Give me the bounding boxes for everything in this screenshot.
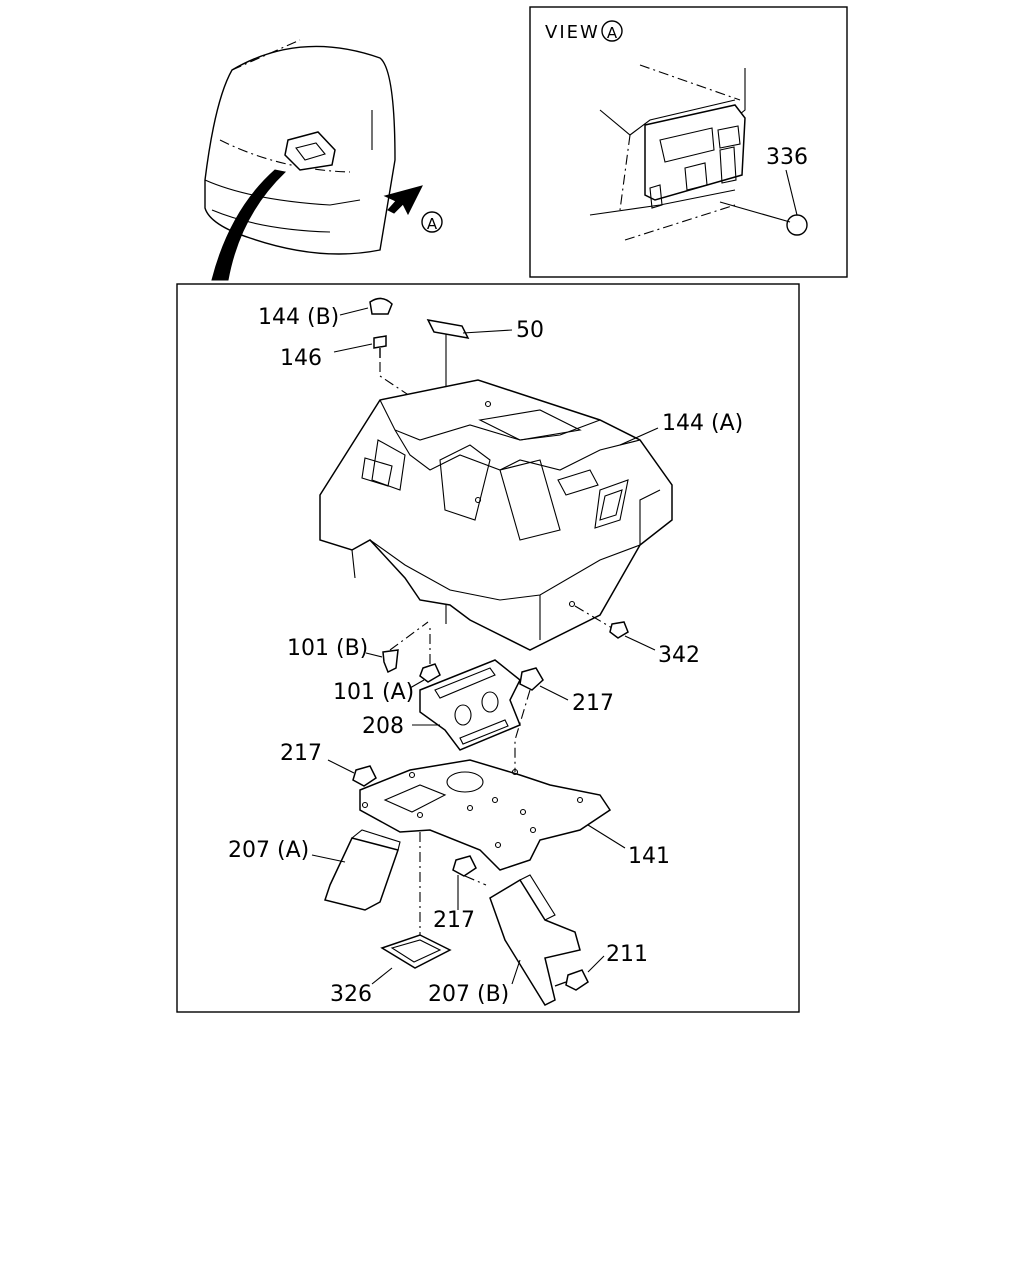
bolt-211 bbox=[565, 969, 589, 991]
label-141: 141 bbox=[628, 844, 670, 869]
cover-144a bbox=[319, 379, 673, 651]
label-217-right: 217 bbox=[572, 691, 614, 716]
seal-326 bbox=[380, 934, 452, 969]
label-144b: 144 (B) bbox=[258, 305, 339, 330]
bracket-207a bbox=[324, 829, 401, 911]
strip-50 bbox=[426, 319, 470, 339]
label-217-left: 217 bbox=[280, 741, 322, 766]
label-336: 336 bbox=[766, 145, 808, 170]
nut-217-lower bbox=[452, 855, 477, 877]
label-326: 326 bbox=[330, 982, 372, 1007]
label-207b: 207 (B) bbox=[428, 982, 509, 1007]
view-a-inset: VIEW A 336 bbox=[529, 6, 848, 278]
screw-146 bbox=[373, 335, 387, 349]
bracket-207b bbox=[489, 874, 581, 1006]
label-101b: 101 (B) bbox=[287, 636, 368, 661]
label-211: 211 bbox=[606, 942, 648, 967]
nut-101a bbox=[419, 663, 441, 683]
cab-overview: A bbox=[204, 39, 443, 281]
nut-217-right bbox=[519, 667, 544, 691]
view-marker: A bbox=[607, 24, 618, 42]
label-101a: 101 (A) bbox=[333, 680, 414, 705]
label-342: 342 bbox=[658, 643, 700, 668]
view-title: VIEW bbox=[545, 22, 600, 43]
nut-217-left bbox=[352, 765, 377, 787]
cab-view-marker: A bbox=[427, 215, 438, 233]
label-217-lower: 217 bbox=[433, 908, 475, 933]
label-207a: 207 (A) bbox=[228, 838, 309, 863]
cap-144b bbox=[369, 297, 393, 315]
label-144a: 144 (A) bbox=[662, 411, 743, 436]
plate-141 bbox=[359, 759, 612, 871]
view-arrow-icon bbox=[383, 185, 423, 216]
main-exploded-view: 144 (B) 50 146 bbox=[176, 283, 800, 1013]
label-146: 146 bbox=[280, 346, 322, 371]
bracket-208 bbox=[419, 659, 521, 751]
cab-console-icon bbox=[284, 131, 336, 171]
label-208: 208 bbox=[362, 714, 404, 739]
label-50: 50 bbox=[516, 318, 544, 343]
clip-101b bbox=[382, 649, 399, 674]
clip-342 bbox=[609, 621, 629, 639]
